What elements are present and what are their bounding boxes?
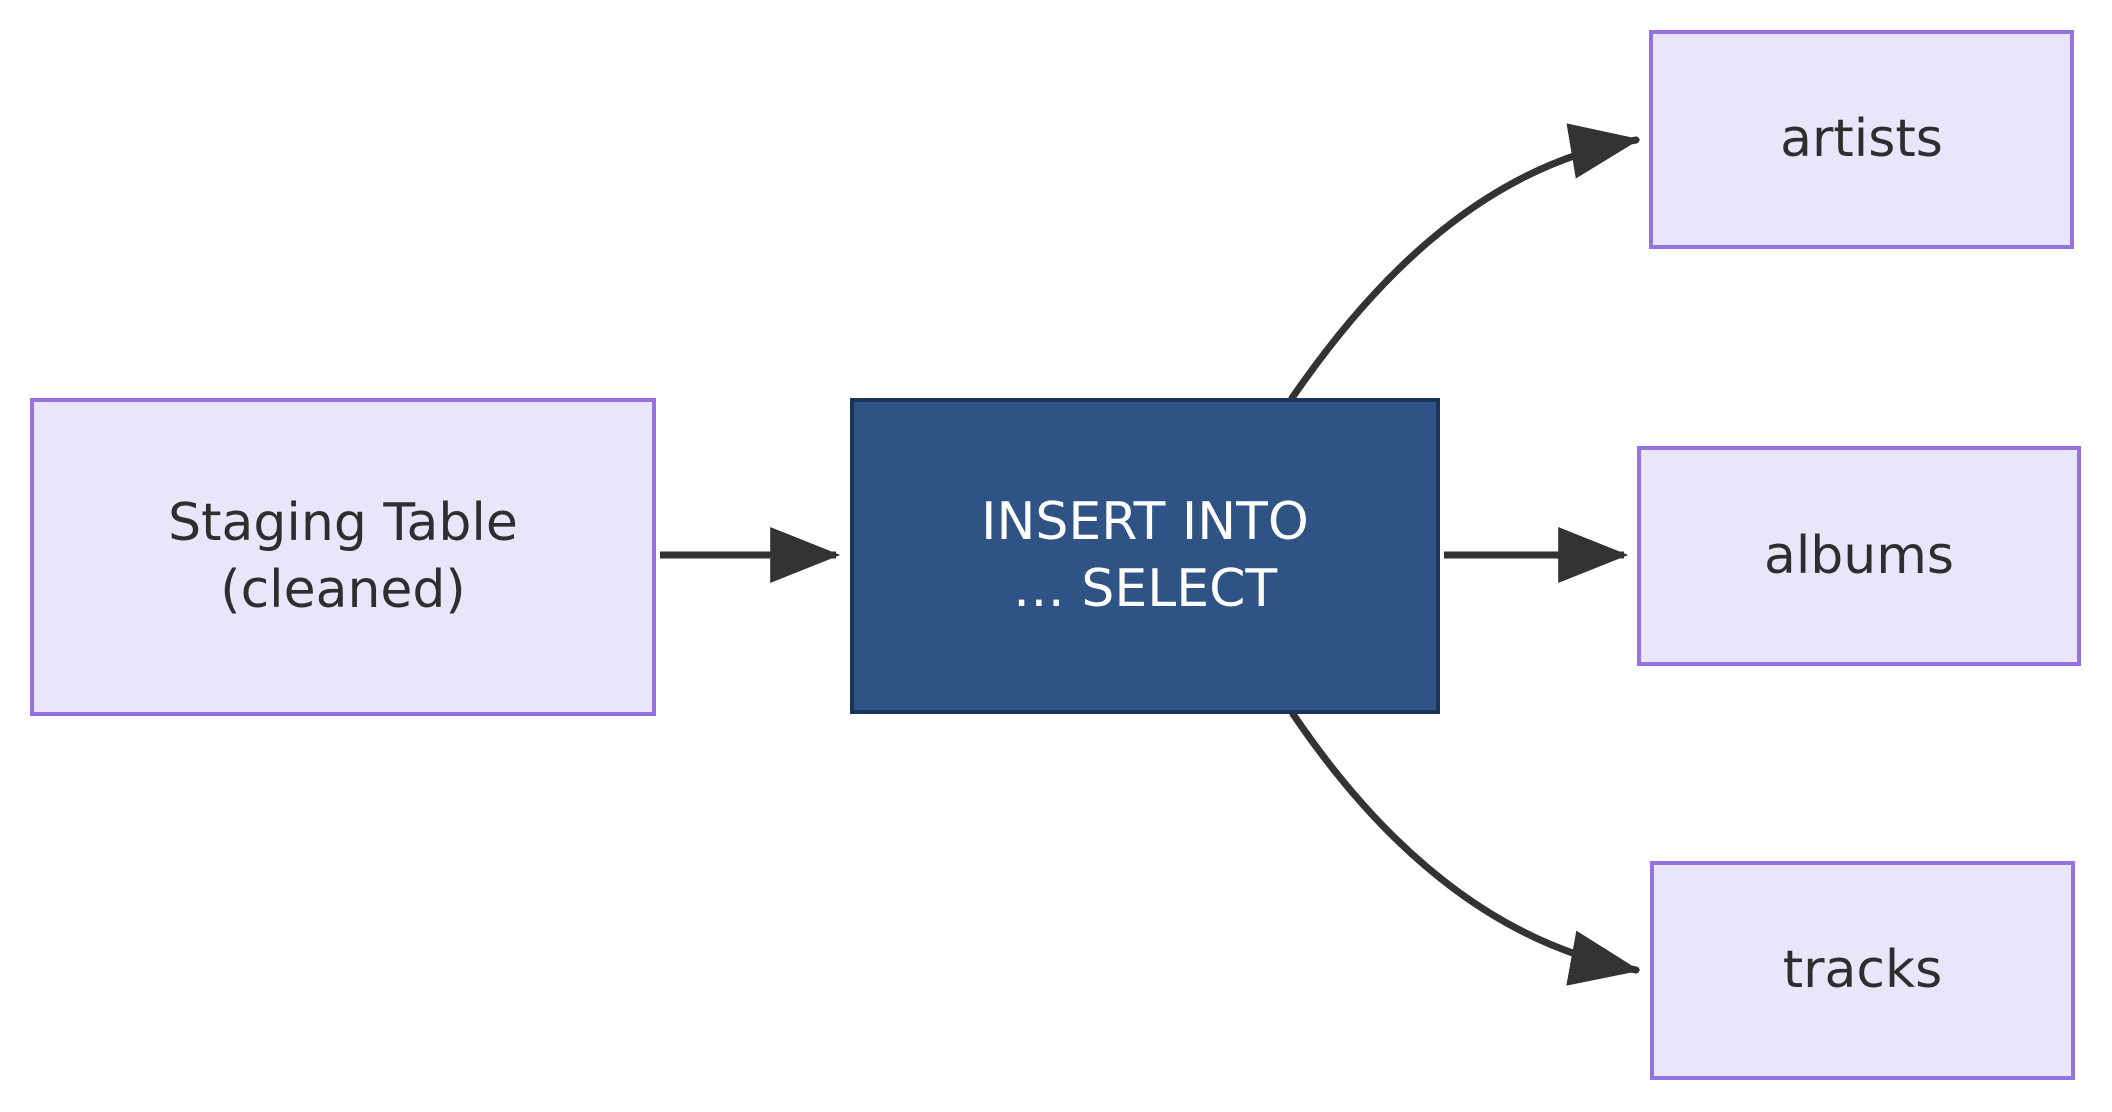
edge-insert-to-tracks <box>1289 710 1641 986</box>
node-tracks[interactable]: tracks <box>1650 861 2075 1080</box>
edge-insert-to-artists <box>1288 123 1641 402</box>
node-insert-into-select[interactable]: INSERT INTO … SELECT <box>850 398 1440 714</box>
node-albums-label: albums <box>1763 525 1955 586</box>
node-insert-into-select-label: INSERT INTO … SELECT <box>981 492 1309 619</box>
node-artists-label: artists <box>1780 109 1943 170</box>
node-staging-table[interactable]: Staging Table (cleaned) <box>30 398 656 716</box>
node-tracks-label: tracks <box>1782 940 1943 1001</box>
node-artists[interactable]: artists <box>1649 30 2074 249</box>
node-staging-table-label: Staging Table (cleaned) <box>168 493 518 620</box>
node-albums[interactable]: albums <box>1637 446 2081 666</box>
